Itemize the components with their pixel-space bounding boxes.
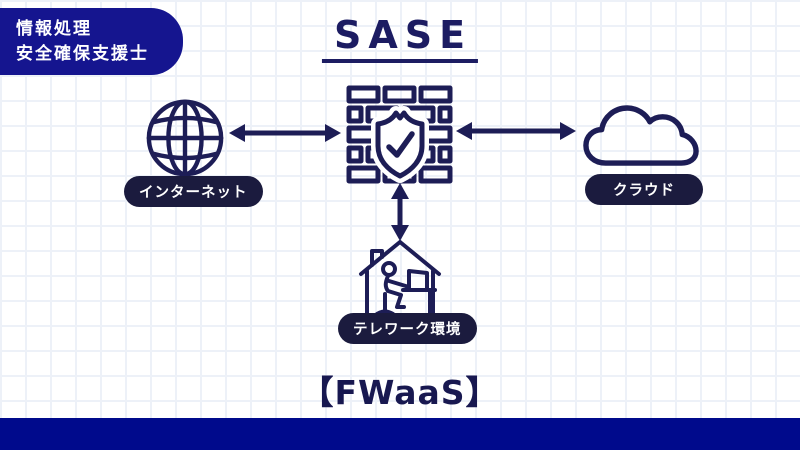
house-remote-worker-icon	[359, 240, 441, 318]
fwaas-caption: 【FWaaS】	[300, 373, 500, 412]
arrow-firewall-telework	[391, 183, 409, 241]
arrow-internet-firewall	[229, 124, 341, 142]
chimney	[370, 249, 384, 267]
specialist-badge-line2: 安全確保支援士	[16, 43, 149, 64]
globe-icon	[146, 99, 224, 177]
specialist-badge-line1: 情報処理	[16, 19, 92, 39]
specialist-badge: 情報処理 安全確保支援士	[0, 8, 183, 76]
cloud-label: クラウド	[585, 174, 703, 205]
firewall-shield-check-icon	[346, 85, 453, 184]
cloud-icon	[583, 105, 699, 166]
laptop-icon	[407, 269, 429, 292]
bottom-bar	[0, 418, 800, 450]
internet-label: インターネット	[124, 176, 263, 207]
page-title: SASE	[321, 13, 479, 63]
telework-label: テレワーク環境	[338, 313, 477, 344]
checkmark-icon	[386, 131, 415, 158]
arrow-firewall-cloud	[456, 122, 576, 140]
